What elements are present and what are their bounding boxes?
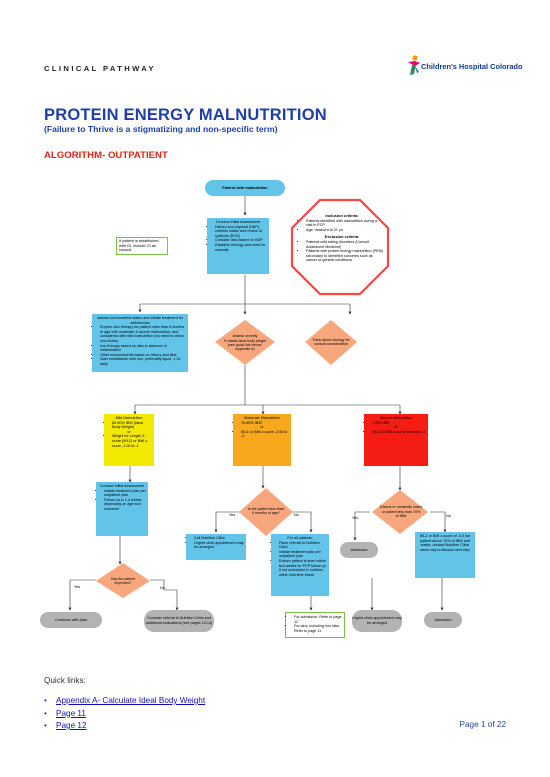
appendix-a-link[interactable]: Appendix A- Calculate Ideal Body Weight [56, 696, 206, 705]
urgent-clinic-node: Urgent clinic appointment may be arrange… [352, 610, 402, 632]
pathway-label: CLINICAL PATHWAY [44, 64, 156, 73]
severity-text: Assess severity % stable ideal body weig… [223, 334, 267, 352]
page-11-link[interactable]: Page 11 [56, 708, 86, 718]
mild-assessment-box: Conduct Initial Assessment Initiate trea… [96, 482, 148, 536]
age-no-label: No [294, 513, 299, 517]
etiology-text: Think about etiology for consult conside… [312, 337, 350, 346]
quick-link-item: Page 11 [44, 708, 205, 721]
severe-box: Severe Malnutrition <70% IBW or WLZ or B… [364, 414, 428, 466]
admission-node-2: Admission [424, 612, 462, 628]
wlz-note-box: WLZ or BMI z-score of -3.0 but patient a… [415, 532, 475, 578]
admission-refer-box: For admission: Refer to page 12 For labs… [285, 612, 345, 638]
criteria-text: Inclusion criteria: Patients identified … [300, 213, 384, 292]
etiology-diamond [305, 320, 357, 365]
improved-no-label: No [160, 586, 165, 590]
gi-note-box: If patient is established with GI, inclu… [116, 237, 168, 255]
quick-links-title: Quick links: [44, 676, 86, 685]
admission-node-1: Admission [340, 542, 378, 558]
mild-box: Mild Malnutrition 80-90% IBW (Ideal Body… [104, 414, 154, 466]
improved-diamond [96, 563, 150, 598]
page-12-link[interactable]: Page 12 [56, 721, 87, 730]
logo-text: Children's Hospital Colorado [421, 62, 523, 71]
age-yes-label: Yes [229, 513, 236, 517]
referral-node: Consider referral to Nutrition Clinic an… [144, 610, 214, 632]
edema-no-label: No [446, 514, 451, 518]
edema-yes-label: Yes [352, 516, 359, 520]
quick-link-item: Page 12 [44, 720, 205, 733]
improved-yes-label: Yes [74, 585, 81, 589]
logo-icon [406, 54, 422, 76]
quick-links-list: Appendix A- Calculate Ideal Body Weight … [44, 695, 206, 733]
moderate-box: Moderate Malnutrition 70-80% IBW or WLZ … [233, 414, 291, 466]
call-nutrition-box: Call Nutrition Clinic Urgent clinic appo… [186, 534, 246, 560]
section-heading: ALGORITHM- OUTPATIENT [44, 150, 168, 161]
age-question-text: Is the patient less than 6 months of age… [248, 506, 284, 515]
initial-assessment-box: Conduct Initial Assessment History and p… [207, 218, 269, 274]
edema-question-text: Edema or metabolic noted or patient less… [380, 505, 422, 519]
quick-link-item: Appendix A- Calculate Ideal Body Weight [44, 695, 206, 708]
improved-question-text: Has the patient improved? [110, 576, 136, 585]
page-title: PROTEIN ENERGY MALNUTRITION [44, 106, 327, 124]
page-subtitle: (Failure to Thrive is a stigmatizing and… [44, 124, 278, 134]
severity-diamond [215, 320, 275, 365]
start-node: Patient with malnutrition [205, 180, 285, 196]
age-diamond [239, 488, 293, 536]
edema-diamond [372, 490, 428, 534]
micronutrient-box: Assess micronutrient status and initiate… [92, 314, 188, 372]
page-number: Page 1 of 22 [459, 720, 506, 729]
criteria-octagon [290, 198, 390, 296]
continue-node: Continue with plan [40, 612, 102, 628]
all-patients-box: For all patients: Place referral to Nutr… [271, 534, 329, 596]
